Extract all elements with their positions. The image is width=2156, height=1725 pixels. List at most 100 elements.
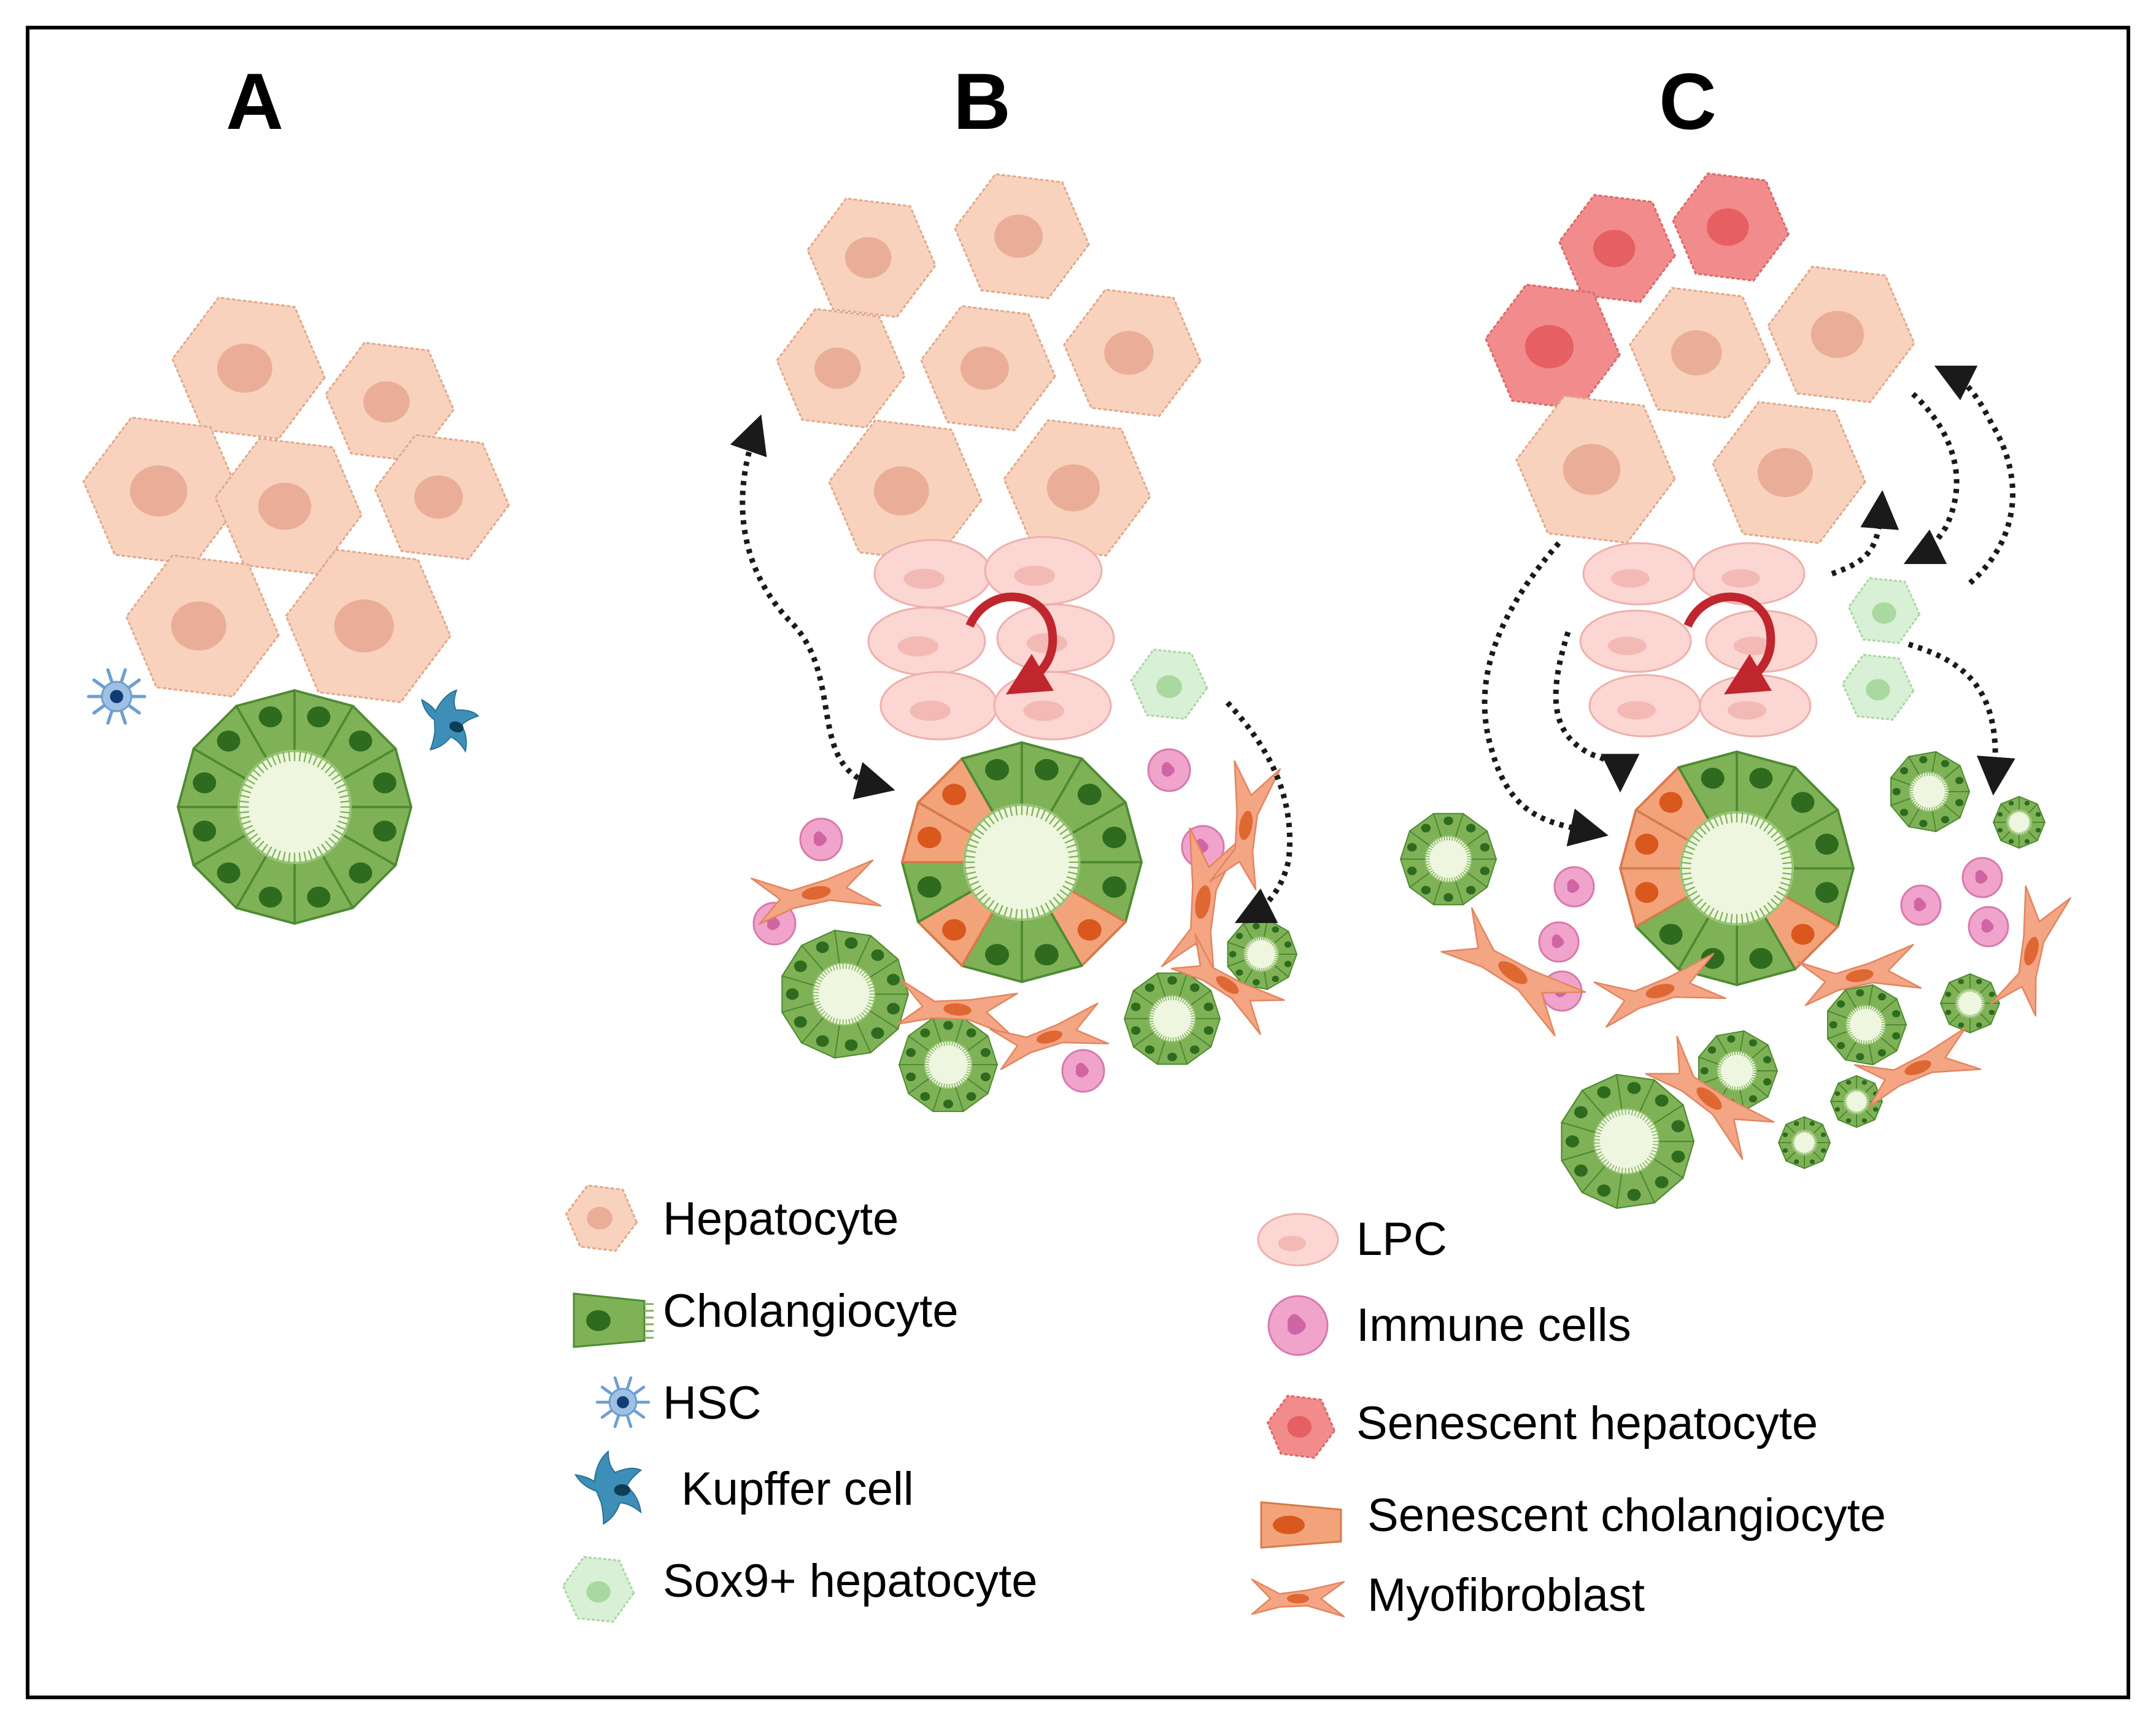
immune-cell-icon [1267, 1295, 1329, 1356]
arrow-c-sox9-to-hepatocyte [1934, 365, 2015, 585]
bile-duct [781, 930, 910, 1059]
myofibroblast [1645, 1035, 1775, 1160]
bile-duct-main [177, 689, 412, 925]
bile-duct [898, 1017, 998, 1113]
bile-duct [1561, 1073, 1695, 1210]
lpc-cell [867, 606, 986, 676]
sox9-hepatocyte [1847, 577, 1921, 644]
immune-cell [1147, 748, 1191, 792]
lpc-cell [993, 671, 1112, 741]
immune-cell [799, 817, 843, 862]
hepatocyte [374, 434, 510, 560]
legend-label-senescent-hepatocyte: Senescent hepatocyte [1356, 1397, 1818, 1449]
legend-icons [562, 1184, 1345, 1623]
hepatocyte [285, 549, 452, 703]
immune-cell [1538, 921, 1580, 963]
bile-duct [1400, 812, 1497, 906]
arrow-c-sox9-to-duct [1907, 641, 2015, 796]
legend-label-lpc: LPC [1356, 1213, 1447, 1265]
immune-cell [1968, 906, 2009, 947]
legend-label-kupffer: Kupffer cell [681, 1463, 914, 1515]
hepatocyte [1629, 287, 1771, 419]
kupffer-cell-icon [574, 1450, 643, 1525]
arrow-c-hepatocyte-to-duct [1482, 541, 1609, 847]
panel-a-normal-liver [82, 296, 510, 925]
self-renewal-arrow [1683, 592, 1775, 695]
myofibroblast [1593, 952, 1726, 1028]
lpc-cell [984, 536, 1103, 606]
bile-duct [1827, 984, 1907, 1065]
lpc-icon [1257, 1213, 1339, 1267]
legend-label-myofibroblast: Myofibroblast [1367, 1569, 1645, 1621]
hepatocyte [954, 173, 1090, 299]
legend-label-hsc: HSC [663, 1377, 761, 1429]
self-renewal-arrow [965, 592, 1057, 695]
myofibroblast [1170, 933, 1285, 1035]
myofibroblast [751, 859, 882, 925]
arrow-b-sox9-to-duct [1225, 700, 1293, 924]
immune-cell [1061, 1049, 1105, 1093]
legend-label-senescent-cholangiocyte: Senescent cholangiocyte [1367, 1489, 1886, 1542]
panel-label-a: A [226, 56, 284, 146]
bile-duct [901, 741, 1143, 983]
panel-label-c: C [1659, 56, 1717, 146]
kupffer-cell [421, 689, 480, 753]
lpc-cell [879, 671, 999, 741]
hepatocyte [920, 305, 1056, 431]
hsc-cell [87, 668, 147, 725]
arrow-b-duct-to-hepatocyte [730, 414, 895, 800]
bile-duct [1993, 796, 2046, 849]
lpc-cell [873, 539, 992, 609]
hepatocyte [1003, 419, 1151, 557]
sox9-hepatocyte [1130, 648, 1208, 720]
arrow-c-lpc-to-hepatocyte [1831, 490, 1899, 577]
bile-duct [1619, 751, 1855, 986]
hepatocyte [1063, 288, 1202, 417]
senescent-cholangiocyte-icon [1260, 1501, 1342, 1549]
myofibroblast [1797, 944, 1922, 1006]
sox9-hepatocyte [1841, 654, 1915, 721]
bile-duct [1227, 918, 1297, 990]
bile-duct [1890, 751, 1970, 832]
hepatocyte [1767, 266, 1915, 403]
lpc-cell [1579, 609, 1692, 673]
hepatocyte [171, 296, 326, 440]
hepatocyte [125, 554, 280, 698]
legend-label-hepatocyte: Hepatocyte [663, 1193, 898, 1245]
panel-c-senescence [1400, 172, 2071, 1210]
panel-label-b: B [953, 56, 1011, 146]
myofibroblast [1440, 907, 1586, 1036]
bile-duct [1830, 1075, 1883, 1128]
hepatocyte [1515, 395, 1676, 544]
immune-cell [752, 901, 797, 946]
hepatocyte [806, 197, 937, 318]
senescent-hepatocyte-icon [1266, 1394, 1336, 1459]
myofibroblast-icon [1251, 1578, 1345, 1618]
immune-cell [1961, 857, 2003, 898]
lpc-cell [1582, 542, 1695, 606]
hepatocyte [1712, 401, 1866, 544]
panel-b-ductular-reaction [730, 173, 1297, 1113]
myofibroblast [1990, 885, 2071, 1017]
immune-cell [1900, 884, 1942, 926]
sox9-hepatocyte-icon [562, 1556, 635, 1623]
lpc-cell [1588, 674, 1701, 738]
lpc-cell [1693, 542, 1806, 606]
immune-cell [1553, 866, 1595, 908]
hsc-icon [595, 1376, 651, 1429]
bile-duct [1778, 1116, 1831, 1169]
arrow-c-lpc-to-duct [1553, 631, 1640, 793]
senescent-hepatocyte [1671, 172, 1790, 282]
myofibroblast [1853, 1027, 1982, 1107]
hepatocyte-icon [565, 1184, 638, 1252]
lpc-cell [1699, 674, 1812, 738]
cholangiocyte-icon [573, 1292, 654, 1348]
legend-label-immune: Immune cells [1356, 1299, 1631, 1351]
legend-label-sox9: Sox9+ hepatocyte [663, 1555, 1038, 1607]
legend: Hepatocyte Cholangiocyte HSC Kupffer cel… [562, 1184, 1886, 1623]
myofibroblast [989, 1002, 1110, 1070]
bile-duct [1124, 972, 1221, 1065]
senescent-hepatocyte [1558, 194, 1677, 303]
legend-label-cholangiocyte: Cholangiocyte [663, 1285, 959, 1337]
